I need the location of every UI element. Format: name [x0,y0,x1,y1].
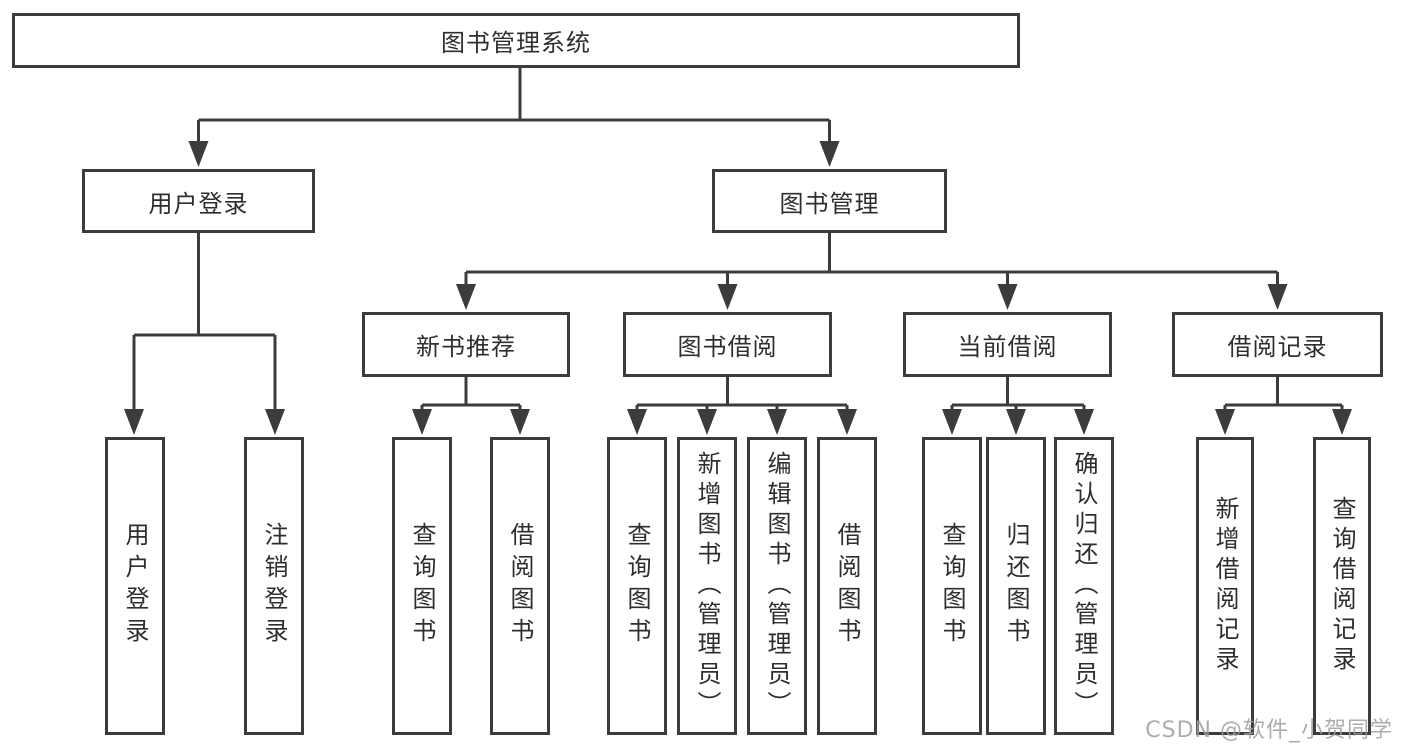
leaf-label: 借阅图书 [506,522,534,650]
leaf-nb-borrow-book: 借阅图书 [490,437,550,735]
node-borrow-records: 借阅记录 [1172,312,1383,377]
leaf-cb-return-book: 归还图书 [986,437,1046,735]
leaf-label: 查询图书 [938,522,966,650]
leaf-label: 新增借阅记录 [1211,496,1239,676]
leaf-br-query-record: 查询借阅记录 [1313,437,1371,735]
leaf-bb-query-book: 查询图书 [607,437,667,735]
leaf-label: 确认归还（管理员） [1070,451,1098,721]
node-book-management: 图书管理 [712,169,947,233]
node-new-book-recommend: 新书推荐 [362,312,570,377]
csdn-watermark: CSDN @软件_小贺同学 [1145,718,1393,743]
leaf-label: 查询图书 [408,522,436,650]
node-book-borrow: 图书借阅 [623,312,832,377]
leaf-label: 编辑图书（管理员） [763,451,791,721]
leaf-label: 归还图书 [1002,522,1030,650]
leaf-user-login: 用户登录 [105,437,165,735]
leaf-bb-edit-book-admin: 编辑图书（管理员） [747,437,807,735]
node-user-login: 用户登录 [82,169,315,233]
leaf-bb-add-book-admin: 新增图书（管理员） [677,437,737,735]
leaf-label: 查询图书 [623,522,651,650]
leaf-br-add-record: 新增借阅记录 [1196,437,1254,735]
leaf-label: 新增图书（管理员） [693,451,721,721]
leaf-label: 借阅图书 [833,522,861,650]
leaf-label: 用户登录 [121,522,149,650]
leaf-bb-borrow-book: 借阅图书 [817,437,877,735]
leaf-cb-confirm-return-admin: 确认归还（管理员） [1054,437,1114,735]
node-current-borrow: 当前借阅 [903,312,1112,377]
leaf-cb-query-book: 查询图书 [922,437,982,735]
node-root: 图书管理系统 [12,13,1020,68]
leaf-label: 注销登录 [260,522,288,650]
leaf-nb-query-book: 查询图书 [392,437,452,735]
leaf-logout: 注销登录 [244,437,304,735]
leaf-label: 查询借阅记录 [1328,496,1356,676]
